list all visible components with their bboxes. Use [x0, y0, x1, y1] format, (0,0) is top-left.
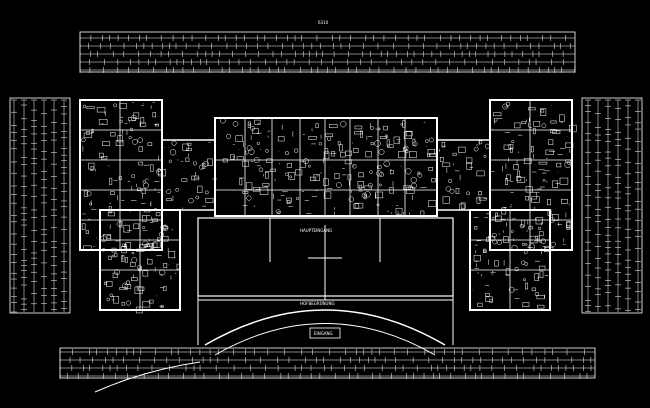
entrance-arc-inner — [214, 323, 436, 356]
right-wing-wall — [489, 99, 573, 251]
entrance-box — [309, 327, 341, 339]
left-dimension-frame — [9, 97, 71, 314]
right-dimension-frame — [581, 97, 643, 314]
right-connector — [436, 139, 491, 211]
bottom-dimension-frame — [59, 347, 596, 379]
central-partitions — [215, 118, 437, 216]
path-curve — [94, 361, 201, 393]
left-wing-wall — [79, 99, 163, 251]
left-connector — [161, 139, 216, 211]
central-block-wall — [214, 117, 438, 217]
entrance-label: EINGANG — [314, 331, 333, 336]
wing-partitions — [80, 100, 572, 310]
detail-linework — [11, 35, 641, 379]
lobby-label: HAUPTEINGANG — [300, 228, 332, 233]
courtyard-label: HOFBEGRÜNUNG — [300, 301, 335, 306]
entrance-arc — [204, 309, 446, 346]
top-overall-dimension: 6310 — [318, 20, 329, 25]
